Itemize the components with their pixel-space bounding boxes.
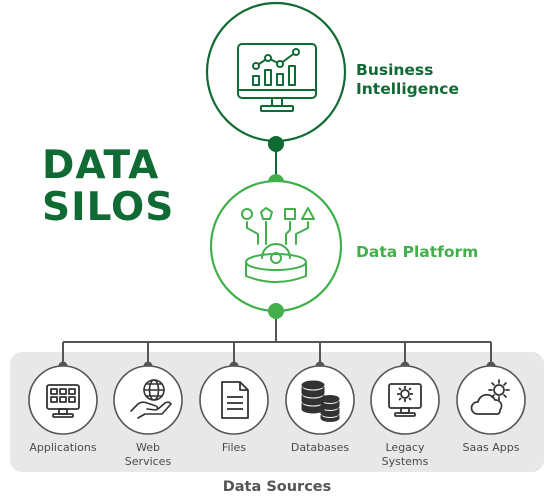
source-node-files <box>199 365 269 435</box>
legacy-systems-icon <box>388 383 422 417</box>
source-label-web-services: Web Services <box>124 441 172 468</box>
connector-dot-platform-bottom <box>268 303 284 319</box>
files-icon <box>221 381 249 419</box>
business-intelligence-label: Business Intelligence <box>356 61 459 99</box>
databases-icon <box>301 380 340 422</box>
applications-icon <box>46 384 80 418</box>
data-platform-label: Data Platform <box>356 243 479 261</box>
title-line-2: SILOS <box>42 185 175 230</box>
bi-label-line-2: Intelligence <box>356 80 460 98</box>
source-label-legacy-systems: Legacy Systems <box>381 441 429 468</box>
data-platform-node <box>209 179 343 313</box>
source-node-saas-apps <box>456 365 526 435</box>
connector-dot-dark <box>268 136 284 152</box>
title-line-1: DATA <box>42 143 160 188</box>
web-services-icon <box>130 379 172 419</box>
source-label-databases: Databases <box>290 441 350 454</box>
saas-apps-icon <box>470 379 510 415</box>
source-node-applications <box>28 365 98 435</box>
source-label-saas-apps: Saas Apps <box>462 441 520 454</box>
source-node-web-services <box>113 365 183 435</box>
bi-label-line-1: Business <box>356 61 434 79</box>
monitor-chart-icon <box>237 43 317 112</box>
data-sources-caption: Data Sources <box>222 479 332 495</box>
source-label-applications: Applications <box>29 441 97 454</box>
source-label-files: Files <box>221 441 247 454</box>
business-intelligence-node <box>205 1 347 143</box>
data-platform-icon <box>241 207 315 283</box>
